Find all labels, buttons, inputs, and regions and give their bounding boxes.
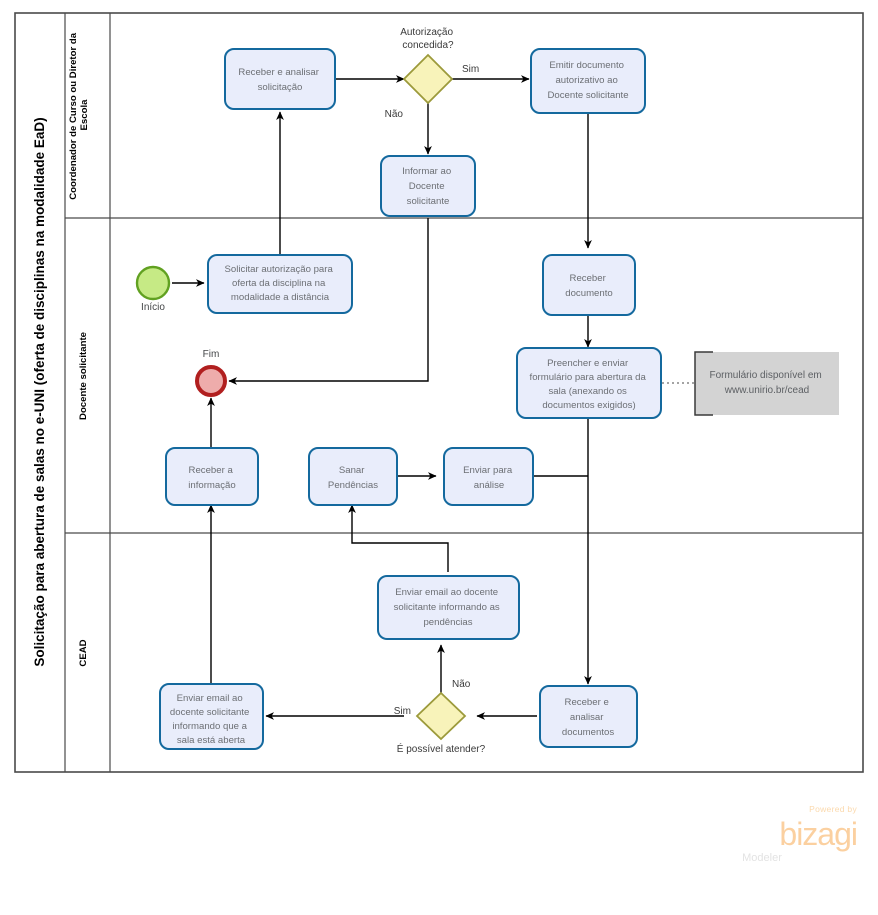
bizagi-brand: Powered by bizagi Modeler <box>742 804 858 864</box>
task-t8[interactable]: Sanar Pendências <box>308 447 398 506</box>
task-t10[interactable]: Enviar email ao docente solicitante info… <box>377 575 520 640</box>
task-shape[interactable] <box>224 48 336 110</box>
annotation-box <box>695 352 839 415</box>
task-t5[interactable]: Receber documento <box>542 254 636 316</box>
lane-label-coordenador: Coordenador de Curso ou Diretor da Escol… <box>68 30 90 200</box>
start-event-label: Início <box>141 302 165 313</box>
task-label: Enviar email ao docente solicitante info… <box>394 587 503 628</box>
pool: Solicitação para abertura de salas no e-… <box>14 12 864 773</box>
task-label: Receber a informação <box>188 465 235 491</box>
brand-logo-text: bizagi <box>779 816 857 852</box>
brand-powered-by: Powered by <box>809 804 857 814</box>
task-shape[interactable] <box>165 447 259 506</box>
gateway-shape[interactable] <box>402 53 454 105</box>
task-shape[interactable] <box>308 447 398 506</box>
gateway-g1[interactable]: Autorização concedida? <box>400 27 456 105</box>
start-event[interactable]: Início <box>135 265 171 313</box>
end-event-circle[interactable] <box>195 365 227 397</box>
gateway-shape[interactable] <box>415 691 467 741</box>
task-label: Solicitar autorização para oferta da dis… <box>225 264 336 303</box>
task-label: Receber e analisar solicitação <box>238 67 321 93</box>
task-t2[interactable]: Emitir documento autorizativo ao Docente… <box>530 48 646 114</box>
annotation-a1: Formulário disponível em www.unirio.br/c… <box>694 351 839 416</box>
start-event-circle[interactable] <box>135 265 171 301</box>
gateway-g2[interactable]: É possível atender? <box>397 691 486 755</box>
flow-label-g1-no: Não <box>385 109 404 120</box>
task-label: Enviar email ao docente solicitante info… <box>170 693 252 746</box>
task-t9[interactable]: Enviar para análise <box>443 447 534 506</box>
task-t3[interactable]: Informar ao Docente solicitante <box>380 155 476 217</box>
task-shape[interactable] <box>159 683 264 750</box>
sequence-flows <box>172 75 592 720</box>
brand-product-name: Modeler <box>742 852 782 864</box>
task-shape[interactable] <box>207 254 353 314</box>
task-label: Enviar para análise <box>463 465 515 491</box>
flow-label-g2-yes: Sim <box>394 706 411 717</box>
end-event[interactable]: Fim <box>195 349 227 397</box>
flow-label-g2-no: Não <box>452 679 471 690</box>
task-label: Informar ao Docente solicitante <box>402 166 454 207</box>
end-event-label: Fim <box>203 349 220 360</box>
pool-title: Solicitação para abertura de salas no e-… <box>32 117 47 666</box>
task-t6[interactable]: Preencher e enviar formulário para abert… <box>516 347 662 419</box>
pool-outline <box>14 12 864 773</box>
task-shape[interactable] <box>530 48 646 114</box>
task-shape[interactable] <box>443 447 534 506</box>
lane-label-cead: CEAD <box>78 639 89 666</box>
gateway-label: É possível atender? <box>397 742 486 755</box>
task-t1[interactable]: Receber e analisar solicitação <box>224 48 336 110</box>
task-t11[interactable]: Enviar email ao docente solicitante info… <box>159 683 264 750</box>
gateway-label: Autorização concedida? <box>400 27 456 51</box>
flow-t10-to-t8 <box>348 504 449 572</box>
task-label: Receber e analisar documentos <box>562 697 614 738</box>
annotation-bracket <box>694 351 713 416</box>
task-label: Preencher e enviar formulário para abert… <box>530 358 649 411</box>
task-t7[interactable]: Receber a informação <box>165 447 259 506</box>
task-shape[interactable] <box>542 254 636 316</box>
task-label: Sanar Pendências <box>328 465 378 491</box>
task-label: Receber documento <box>565 273 612 299</box>
task-label: Emitir documento autorizativo ao Docente… <box>547 60 628 101</box>
lane-label-docente: Docente solicitante <box>78 332 89 420</box>
task-shape[interactable] <box>539 685 638 748</box>
annotation-text: Formulário disponível em www.unirio.br/c… <box>709 370 824 396</box>
task-shape[interactable] <box>516 347 662 419</box>
task-t4[interactable]: Solicitar autorização para oferta da dis… <box>207 254 353 314</box>
flow-t3-to-end <box>228 218 429 385</box>
task-shape[interactable] <box>377 575 520 640</box>
task-t12[interactable]: Receber e analisar documentos <box>539 685 638 748</box>
task-shape[interactable] <box>380 155 476 217</box>
flow-label-g1-yes: Sim <box>462 64 479 75</box>
